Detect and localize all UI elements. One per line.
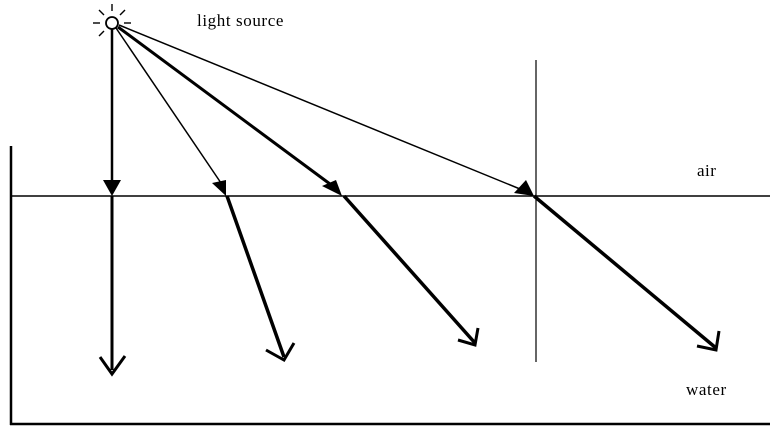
incident-ray-4 xyxy=(118,24,534,196)
refracted-ray-2 xyxy=(225,195,296,363)
water-label: water xyxy=(686,380,727,399)
light-source-label: light source xyxy=(197,11,284,30)
air-label: air xyxy=(697,161,717,180)
incident-ray-2 xyxy=(115,27,226,196)
refracted-ray-4 xyxy=(532,194,721,352)
incident-ray-3 xyxy=(117,25,342,196)
light-source-icon xyxy=(93,4,131,37)
refracted-ray-1 xyxy=(98,196,127,377)
incident-ray-1 xyxy=(103,29,121,196)
refracted-ray-3 xyxy=(342,194,480,347)
